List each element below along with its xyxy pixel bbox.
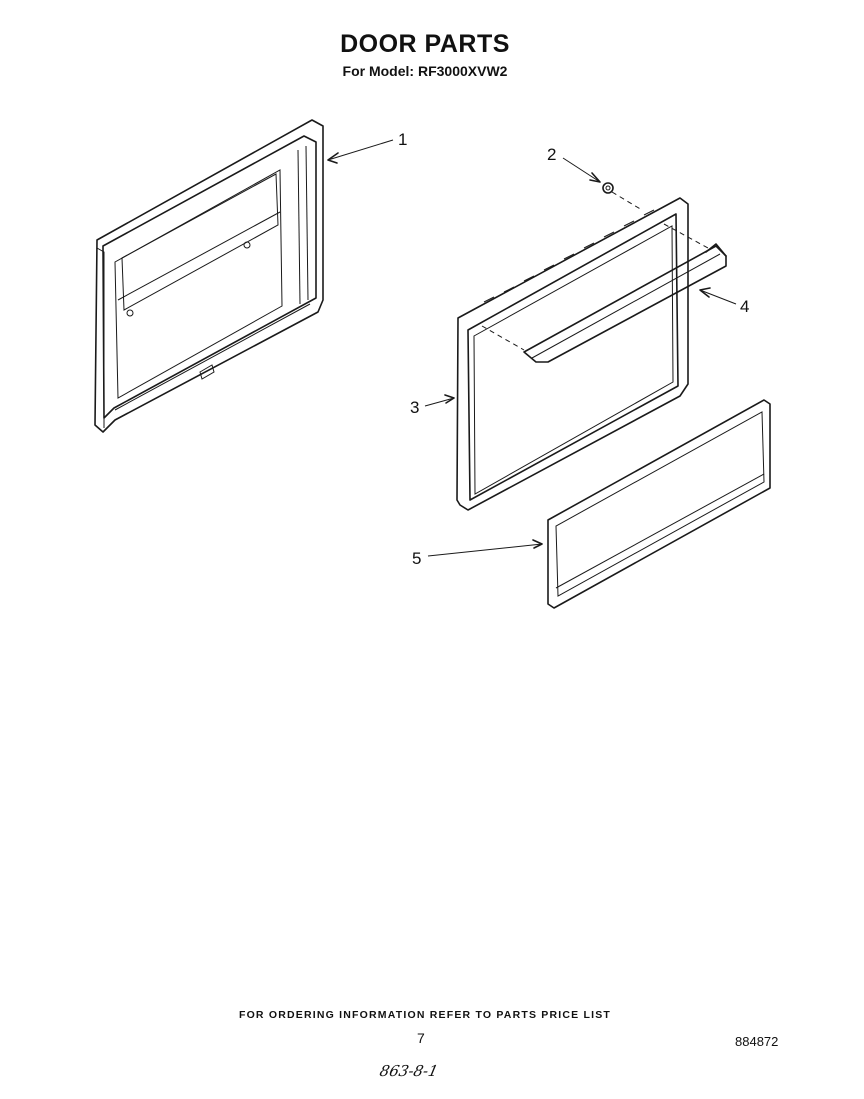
callout-1: 1 (398, 130, 407, 149)
part-3-outer-door-frame (456, 197, 689, 511)
document-number: 884872 (735, 1034, 779, 1049)
part-5-kick-panel (547, 399, 771, 609)
callout-5: 5 (412, 549, 421, 568)
model-subtitle: For Model: RF3000XVW2 (342, 63, 508, 79)
ordering-note: FOR ORDERING INFORMATION REFER TO PARTS … (238, 1009, 612, 1021)
page-title: DOOR PARTS (340, 30, 510, 58)
callout-2: 2 (547, 145, 556, 164)
page-number: 7 (417, 1030, 425, 1046)
part-1-inner-door-panel (94, 119, 324, 433)
leader-lines (327, 139, 737, 557)
handwritten-note: 863-8-1 (378, 1062, 440, 1080)
vent-slots (483, 209, 655, 303)
part-2-screw (602, 182, 643, 211)
callout-4: 4 (740, 297, 749, 316)
callout-3: 3 (410, 398, 419, 417)
callout-labels: 1 2 3 4 5 (398, 130, 749, 568)
part-4-door-handle (481, 223, 727, 363)
